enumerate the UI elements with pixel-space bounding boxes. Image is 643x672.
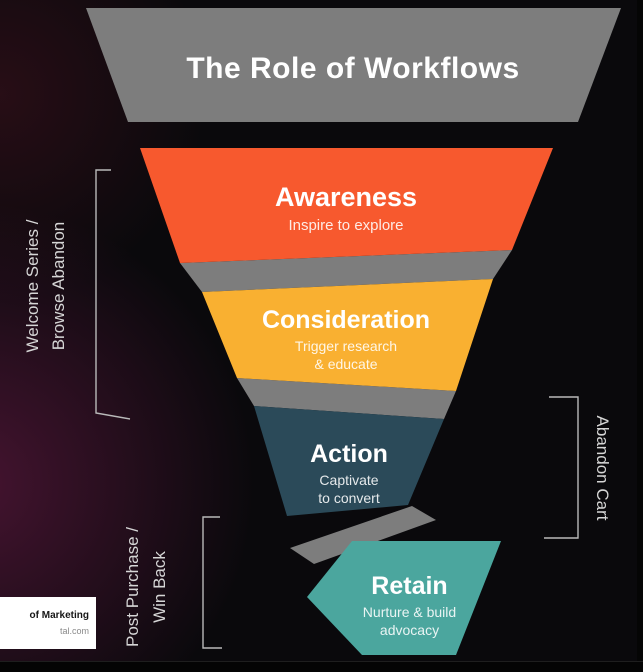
stage-subtitle-consideration-2: & educate <box>314 356 378 372</box>
stage-label-action: Action <box>310 440 388 468</box>
stage-text-retain: Retain Nurture & build advocacy <box>332 572 487 639</box>
logo-badge-url: tal.com <box>59 626 89 636</box>
stage-subtitle-awareness: Inspire to explore <box>288 217 404 234</box>
stage-subtitle-consideration-1: Trigger research <box>294 338 398 354</box>
annotation-abandon-line1: Abandon Cart <box>593 415 612 521</box>
annotation-post-line1: Post Purchase / <box>123 527 142 648</box>
bracket-welcome-series <box>95 169 131 420</box>
bracket-post-purchase <box>202 516 222 649</box>
bottom-edge-strip <box>0 661 643 672</box>
right-edge-strip <box>637 0 643 672</box>
stage-label-consideration: Consideration <box>261 306 431 334</box>
logo-badge-title: of Marketing <box>29 610 89 621</box>
stage-text-awareness: Awareness Inspire to explore <box>150 182 542 235</box>
annotation-welcome-line1: Welcome Series / <box>23 219 42 353</box>
stage-label-retain: Retain <box>371 572 448 600</box>
stage-subtitle-retain-2: advocacy <box>379 622 440 638</box>
stage-text-consideration: Consideration Trigger research & educate <box>196 306 496 373</box>
stage-text-action: Action Captivate to convert <box>254 440 444 507</box>
stage-subtitle-action-2: to convert <box>318 490 380 506</box>
page-title: The Role of Workflows <box>186 52 520 85</box>
bracket-abandon-cart <box>544 396 579 539</box>
annotation-post-purchase: Post Purchase / Win Back <box>119 502 173 672</box>
annotation-abandon-cart: Abandon Cart <box>591 383 615 553</box>
annotation-welcome-series: Welcome Series / Browse Abandon <box>20 161 72 411</box>
logo-badge: of Marketing tal.com <box>0 597 96 649</box>
annotation-post-line2: Win Back <box>150 551 169 623</box>
stage-subtitle-retain-1: Nurture & build <box>362 604 457 620</box>
stage-label-awareness: Awareness <box>274 182 418 212</box>
stage-subtitle-action-1: Captivate <box>319 472 379 488</box>
annotation-welcome-line2: Browse Abandon <box>49 221 68 351</box>
